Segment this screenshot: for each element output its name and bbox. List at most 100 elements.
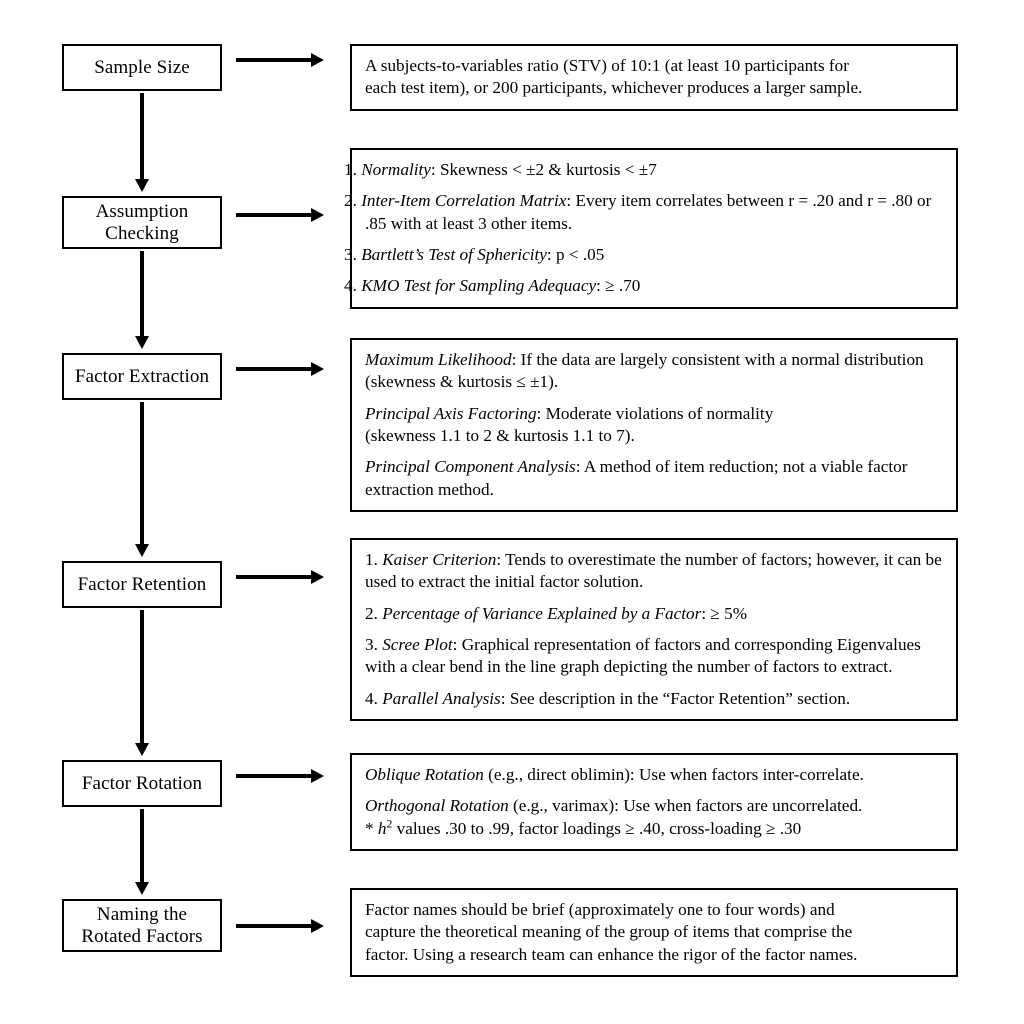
item-number: 4. (365, 688, 378, 708)
arrow-head (311, 208, 324, 222)
arrow-head (135, 336, 149, 349)
arrow-down-to-naming-rotated-factors (134, 809, 150, 895)
item-text: : Tends to overestimate the number of fa… (365, 550, 942, 592)
panel-line: A subjects-to-variables ratio (STV) of 1… (365, 56, 849, 75)
stage-box-factor-retention[interactable]: Factor Retention (62, 561, 222, 608)
stage-label-factor-rotation: Factor Rotation (81, 772, 203, 794)
item-text: : Skewness < ±2 & kurtosis < ±7 (430, 160, 657, 179)
item-term: Orthogonal Rotation (365, 796, 509, 816)
stage-box-sample-size[interactable]: Sample Size (62, 44, 222, 91)
item-term: Kaiser Criterion (382, 550, 497, 569)
item-term: Scree Plot (382, 635, 453, 655)
item-number: 2. (344, 191, 357, 211)
detail-panel-naming-rotated-factors: Factor names should be brief (approximat… (350, 888, 958, 978)
arrow-shaft (236, 58, 312, 62)
communality-symbol: h (377, 818, 387, 838)
panel-list-item: 3. Bartlett’s Test of Sphericity: p < .0… (344, 244, 944, 266)
item-text: : Graphical representation of factors an… (365, 635, 921, 677)
arrow-shaft (140, 809, 144, 883)
item-text: : ≥ .70 (596, 276, 641, 296)
panel-list-item: Principal Axis Factoring: Moderate viola… (365, 403, 944, 448)
item-text: : p < .05 (546, 245, 605, 265)
arrow-shaft (236, 774, 312, 778)
arrow-down-to-factor-retention (134, 402, 150, 557)
panel-line: each test item), or 200 participants, wh… (365, 78, 863, 98)
stage-box-factor-rotation[interactable]: Factor Rotation (62, 760, 222, 807)
item-number: 4. (344, 276, 357, 296)
panel-list-item: Maximum Likelihood: If the data are larg… (365, 349, 944, 394)
item-term: Maximum Likelihood (365, 350, 512, 369)
arrow-head (311, 769, 324, 783)
item-term: KMO Test for Sampling Adequacy (361, 276, 597, 296)
panel-line: factor. Using a research team can enhanc… (365, 944, 858, 964)
panel-line: capture the theoretical meaning of the g… (365, 922, 853, 942)
item-number: 3. (344, 245, 357, 265)
item-text: : See description in the “Factor Retenti… (500, 688, 851, 708)
arrow-shaft (140, 251, 144, 337)
panel-list-item: 1. Kaiser Criterion: Tends to overestima… (365, 549, 944, 594)
panel-list-item: Orthogonal Rotation (e.g., varimax): Use… (365, 795, 944, 817)
detail-panel-factor-retention: 1. Kaiser Criterion: Tends to overestima… (350, 538, 958, 722)
panel-line: Factor names should be brief (approximat… (365, 900, 835, 919)
item-text: : A method of item reduction; not a viab… (365, 457, 908, 499)
panel-list-item: 2. Percentage of Variance Explained by a… (365, 603, 944, 625)
arrow-head (135, 179, 149, 192)
item-number: 1. (344, 160, 357, 179)
stage-label-factor-retention: Factor Retention (77, 573, 207, 595)
arrow-head (311, 919, 324, 933)
arrow-shaft (236, 367, 312, 371)
arrow-right-factor-rotation (236, 768, 324, 784)
item-number: 1. (365, 550, 378, 569)
panel-list-item: Principal Component Analysis: A method o… (365, 456, 944, 501)
arrow-down-to-factor-extraction (134, 251, 150, 349)
arrow-head (311, 362, 324, 376)
item-text: (e.g., varimax): Use when factors are un… (508, 796, 863, 816)
note-asterisk: * (365, 818, 378, 838)
arrow-shaft (140, 610, 144, 744)
item-term: Parallel Analysis (382, 688, 501, 708)
arrow-head (311, 570, 324, 584)
panel-list-item: 4. KMO Test for Sampling Adequacy: ≥ .70 (344, 275, 944, 297)
stage-box-factor-extraction[interactable]: Factor Extraction (62, 353, 222, 400)
arrow-shaft (236, 575, 312, 579)
arrow-head (135, 743, 149, 756)
item-term: Bartlett’s Test of Sphericity (361, 245, 547, 265)
detail-panel-factor-extraction: Maximum Likelihood: If the data are larg… (350, 338, 958, 513)
arrow-shaft (140, 93, 144, 180)
item-text-cont: (skewness 1.1 to 2 & kurtosis 1.1 to 7). (365, 426, 635, 446)
arrow-down-to-assumption-checking (134, 93, 150, 192)
arrow-shaft (236, 213, 312, 217)
item-term: Principal Axis Factoring (365, 403, 537, 423)
item-number: 3. (365, 635, 378, 655)
stage-label-sample-size: Sample Size (94, 56, 190, 78)
item-term: Principal Component Analysis (365, 457, 576, 477)
detail-panel-factor-rotation: Oblique Rotation (e.g., direct oblimin):… (350, 753, 958, 852)
panel-list-item: 1. Normality: Skewness < ±2 & kurtosis <… (344, 159, 944, 181)
panel-list-item: 3. Scree Plot: Graphical representation … (365, 634, 944, 679)
stage-label-factor-extraction: Factor Extraction (74, 365, 210, 387)
item-term: Inter-Item Correlation Matrix (361, 191, 567, 211)
arrow-right-naming-rotated-factors (236, 918, 324, 934)
arrow-head (135, 882, 149, 895)
item-text: : Every item correlates between r = .20 … (365, 191, 932, 233)
panel-list-item: 2. Inter-Item Correlation Matrix: Every … (344, 190, 944, 235)
communality-exponent: 2 (386, 816, 393, 830)
arrow-right-factor-retention (236, 569, 324, 585)
panel-list-item: Oblique Rotation (e.g., direct oblimin):… (365, 764, 944, 786)
item-term: Percentage of Variance Explained by a Fa… (382, 603, 702, 623)
item-text: : If the data are largely consistent wit… (365, 350, 924, 392)
item-number: 2. (365, 603, 378, 623)
arrow-right-assumption-checking (236, 207, 324, 223)
item-text: values .30 to .99, factor loadings ≥ .40… (392, 818, 802, 838)
arrow-shaft (236, 924, 312, 928)
arrow-shaft (140, 402, 144, 545)
panel-list-item-note: * h2 values .30 to .99, factor loadings … (365, 818, 944, 840)
detail-panel-assumption-checking: 1. Normality: Skewness < ±2 & kurtosis <… (344, 148, 958, 309)
detail-panel-sample-size: A subjects-to-variables ratio (STV) of 1… (350, 44, 958, 111)
arrow-right-sample-size (236, 52, 324, 68)
